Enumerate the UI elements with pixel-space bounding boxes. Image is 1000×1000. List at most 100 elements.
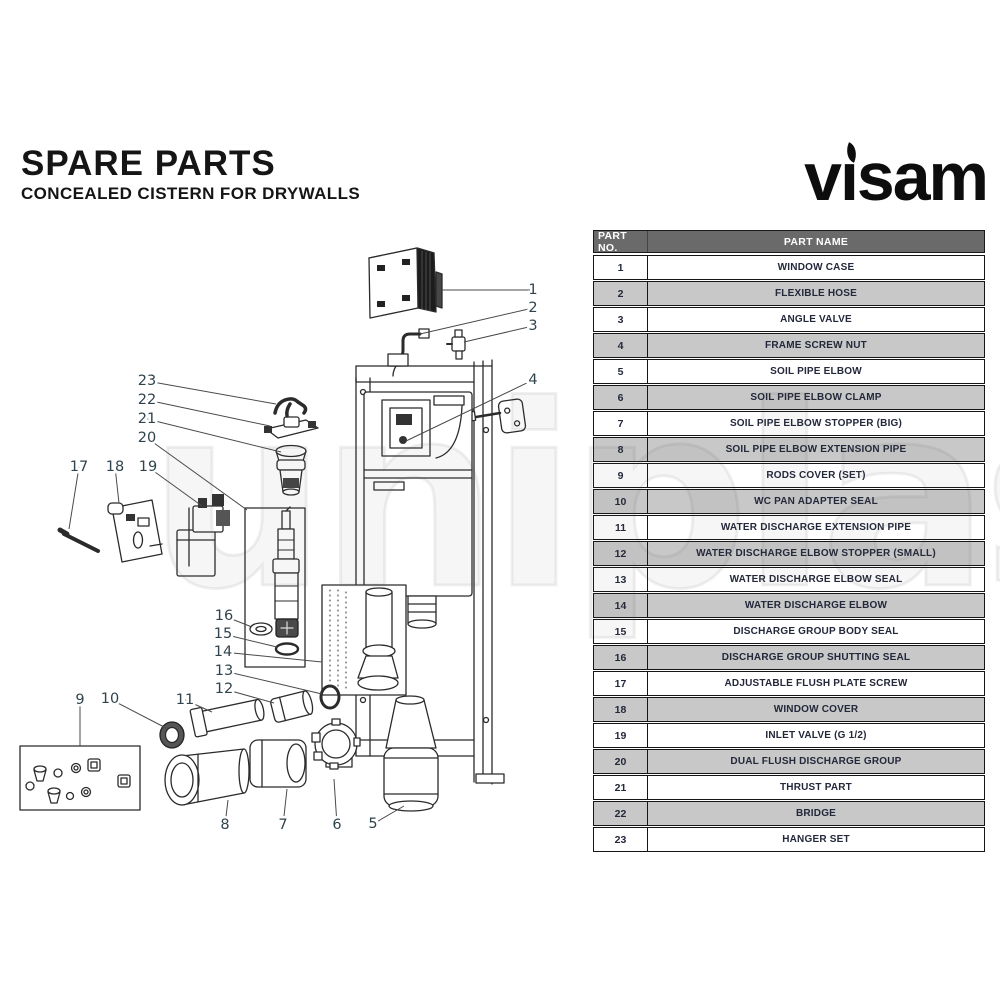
table-row: 4 FRAME SCREW NUT <box>593 333 985 358</box>
part-no-cell: 2 <box>594 282 648 305</box>
table-row: 2 FLEXIBLE HOSE <box>593 281 985 306</box>
part-name-cell: WINDOW CASE <box>777 262 855 273</box>
leader-line-10 <box>109 698 167 729</box>
leader-line-11 <box>184 699 213 713</box>
leader-line-15 <box>222 633 278 648</box>
part-callout-1: 1 <box>528 282 537 298</box>
leader-line-16 <box>223 615 253 628</box>
part-callout-3: 3 <box>528 318 537 334</box>
part-name-cell: SOIL PIPE ELBOW STOPPER (BIG) <box>729 418 903 429</box>
part-no-cell: 1 <box>594 256 648 279</box>
part-shutting-seal <box>249 622 273 636</box>
part-name-cell: DISCHARGE GROUP BODY SEAL <box>733 626 899 637</box>
part-no-cell: 11 <box>594 516 648 539</box>
part-adjustable-flush-plate-screw <box>57 527 100 553</box>
table-header: PART NO. PART NAME <box>593 230 985 254</box>
part-name-cell: RODS COVER (SET) <box>766 470 866 481</box>
part-name-cell: FLEXIBLE HOSE <box>774 288 858 299</box>
parts-table: PART NO. PART NAME 1 WINDOW CASE 2 FLEXI… <box>593 230 985 853</box>
part-name-cell: THRUST PART <box>779 782 852 793</box>
table-row: 6 SOIL PIPE ELBOW CLAMP <box>593 385 985 410</box>
part-water-discharge-elbow <box>321 584 407 696</box>
title-block: SPARE PARTS CONCEALED CISTERN FOR DRYWAL… <box>21 146 360 204</box>
table-row: 22 BRIDGE <box>593 801 985 826</box>
part-name-cell: HANGER SET <box>782 834 850 845</box>
part-no-cell: 5 <box>594 360 648 383</box>
part-frame-screw-nut <box>497 398 527 434</box>
table-row: 10 WC PAN ADAPTER SEAL <box>593 489 985 514</box>
leader-line-5 <box>372 805 405 825</box>
leader-line-20 <box>146 437 248 511</box>
leader-line-22 <box>146 399 271 427</box>
part-name-cell: WINDOW COVER <box>773 704 859 715</box>
table-row: 11 WATER DISCHARGE EXTENSION PIPE <box>593 515 985 540</box>
part-water-discharge-elbow-seal <box>319 684 341 710</box>
table-row: 15 DISCHARGE GROUP BODY SEAL <box>593 619 985 644</box>
column-header-part-name: PART NAME <box>783 235 849 248</box>
leader-line-2 <box>419 307 534 335</box>
part-name-cell: SOIL PIPE ELBOW <box>770 366 862 377</box>
part-name-cell: BRIDGE <box>795 808 837 819</box>
part-callout-13: 13 <box>215 663 233 679</box>
part-name-cell: WC PAN ADAPTER SEAL <box>754 496 878 507</box>
part-callout-10: 10 <box>101 691 119 707</box>
leader-line-12 <box>223 688 275 704</box>
logo-letter-v: v <box>804 139 842 215</box>
part-no-cell: 4 <box>594 334 648 357</box>
part-name-cell: SOIL PIPE ELBOW EXTENSION PIPE <box>725 444 907 455</box>
part-no-cell: 15 <box>594 620 648 643</box>
leader-line-23 <box>146 380 277 405</box>
table-body: 1 WINDOW CASE 2 FLEXIBLE HOSE 3 ANGLE VA… <box>593 255 985 852</box>
part-angle-valve <box>446 329 466 360</box>
part-callout-7: 7 <box>278 817 287 833</box>
table-row: 16 DISCHARGE GROUP SHUTTING SEAL <box>593 645 985 670</box>
part-no-cell: 7 <box>594 412 648 435</box>
part-water-discharge-elbow-stopper-small <box>270 690 314 723</box>
table-row: 19 INLET VALVE (G 1/2) <box>593 723 985 748</box>
part-soil-pipe-elbow-clamp <box>311 718 361 770</box>
part-callout-22: 22 <box>138 392 156 408</box>
part-no-cell: 6 <box>594 386 648 409</box>
part-callout-18: 18 <box>106 459 124 475</box>
part-name-cell: INLET VALVE (G 1/2) <box>765 730 867 741</box>
column-header-part-no: PART NO. <box>594 230 648 254</box>
part-name-cell: ANGLE VALVE <box>780 314 852 325</box>
part-callout-21: 21 <box>138 411 156 427</box>
part-callout-5: 5 <box>368 816 377 832</box>
part-callout-20: 20 <box>138 430 156 446</box>
leader-line-7 <box>282 788 288 826</box>
table-row: 7 SOIL PIPE ELBOW STOPPER (BIG) <box>593 411 985 436</box>
part-soil-pipe-elbow <box>383 695 439 812</box>
leader-line-19 <box>147 466 203 507</box>
leader-line-4 <box>405 379 534 442</box>
table-row: 14 WATER DISCHARGE ELBOW <box>593 593 985 618</box>
part-no-cell: 17 <box>594 672 648 695</box>
part-dual-flush-discharge-group <box>244 506 306 668</box>
part-no-cell: 20 <box>594 750 648 773</box>
page-subtitle: CONCEALED CISTERN FOR DRYWALLS <box>21 184 361 203</box>
part-hanger-set <box>273 397 308 418</box>
part-callout-16: 16 <box>215 608 233 624</box>
part-callout-2: 2 <box>528 300 537 316</box>
part-flexible-hose <box>389 328 430 377</box>
part-no-cell: 21 <box>594 776 648 799</box>
part-no-cell: 14 <box>594 594 648 617</box>
table-row: 8 SOIL PIPE ELBOW EXTENSION PIPE <box>593 437 985 462</box>
part-body-seal <box>274 642 300 656</box>
table-row: 12 WATER DISCHARGE ELBOW STOPPER (SMALL) <box>593 541 985 566</box>
leader-line-3 <box>463 325 534 343</box>
table-row: 1 WINDOW CASE <box>593 255 985 280</box>
table-row: 20 DUAL FLUSH DISCHARGE GROUP <box>593 749 985 774</box>
table-row: 9 RODS COVER (SET) <box>593 463 985 488</box>
part-callout-4: 4 <box>528 372 537 388</box>
leader-line-18 <box>114 466 120 504</box>
part-thrust <box>275 444 307 496</box>
page-title: SPARE PARTS <box>21 144 276 183</box>
part-callout-6: 6 <box>332 817 341 833</box>
part-callout-9: 9 <box>75 692 84 708</box>
part-soil-pipe-elbow-extension-pipe <box>164 748 250 806</box>
table-row: 3 ANGLE VALVE <box>593 307 985 332</box>
part-inlet-valve <box>176 494 230 577</box>
